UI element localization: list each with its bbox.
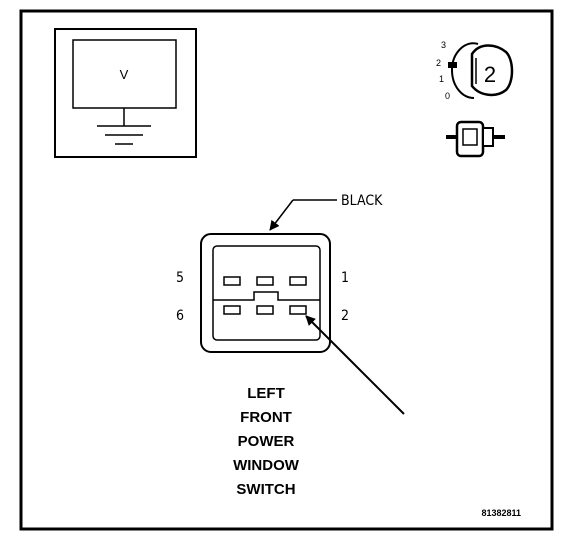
terminal-3 (256, 305, 274, 315)
connector-plug-icon (446, 120, 505, 158)
pin-label-5: 5 (176, 270, 184, 286)
probe-arrow (305, 315, 405, 415)
caption-line-2: FRONT (240, 409, 292, 426)
terminal-6 (223, 305, 241, 315)
pin-label-2: 2 (341, 308, 349, 324)
voltmeter-label: V (120, 67, 129, 82)
ignition-key-icon: 3 2 1 0 2 (436, 40, 514, 101)
pin-label-1: 1 (341, 270, 349, 286)
caption-line-5: SWITCH (236, 481, 295, 498)
ignition-position-3: 3 (441, 40, 446, 50)
figure-id: 81382811 (481, 508, 521, 518)
caption-line-4: WINDOW (233, 457, 300, 474)
voltmeter-icon: V (54, 28, 197, 158)
terminal-5 (223, 276, 241, 286)
terminal-2 (289, 305, 307, 315)
terminal-1 (289, 276, 307, 286)
diagram-frame (19, 9, 554, 531)
ignition-position-2: 2 (436, 58, 441, 68)
ignition-position-1: 1 (439, 74, 444, 84)
pin-label-6: 6 (176, 308, 184, 324)
component-caption: LEFT FRONT POWER WINDOW SWITCH (233, 385, 300, 498)
ignition-key-label: 2 (484, 62, 496, 87)
connector-face (200, 233, 331, 353)
terminal-4 (256, 276, 274, 286)
caption-line-1: LEFT (247, 385, 285, 402)
color-callout-arrow (269, 199, 294, 231)
caption-line-3: POWER (238, 433, 295, 450)
ignition-position-0: 0 (445, 91, 450, 101)
connector-color-label: BLACK (341, 193, 383, 209)
